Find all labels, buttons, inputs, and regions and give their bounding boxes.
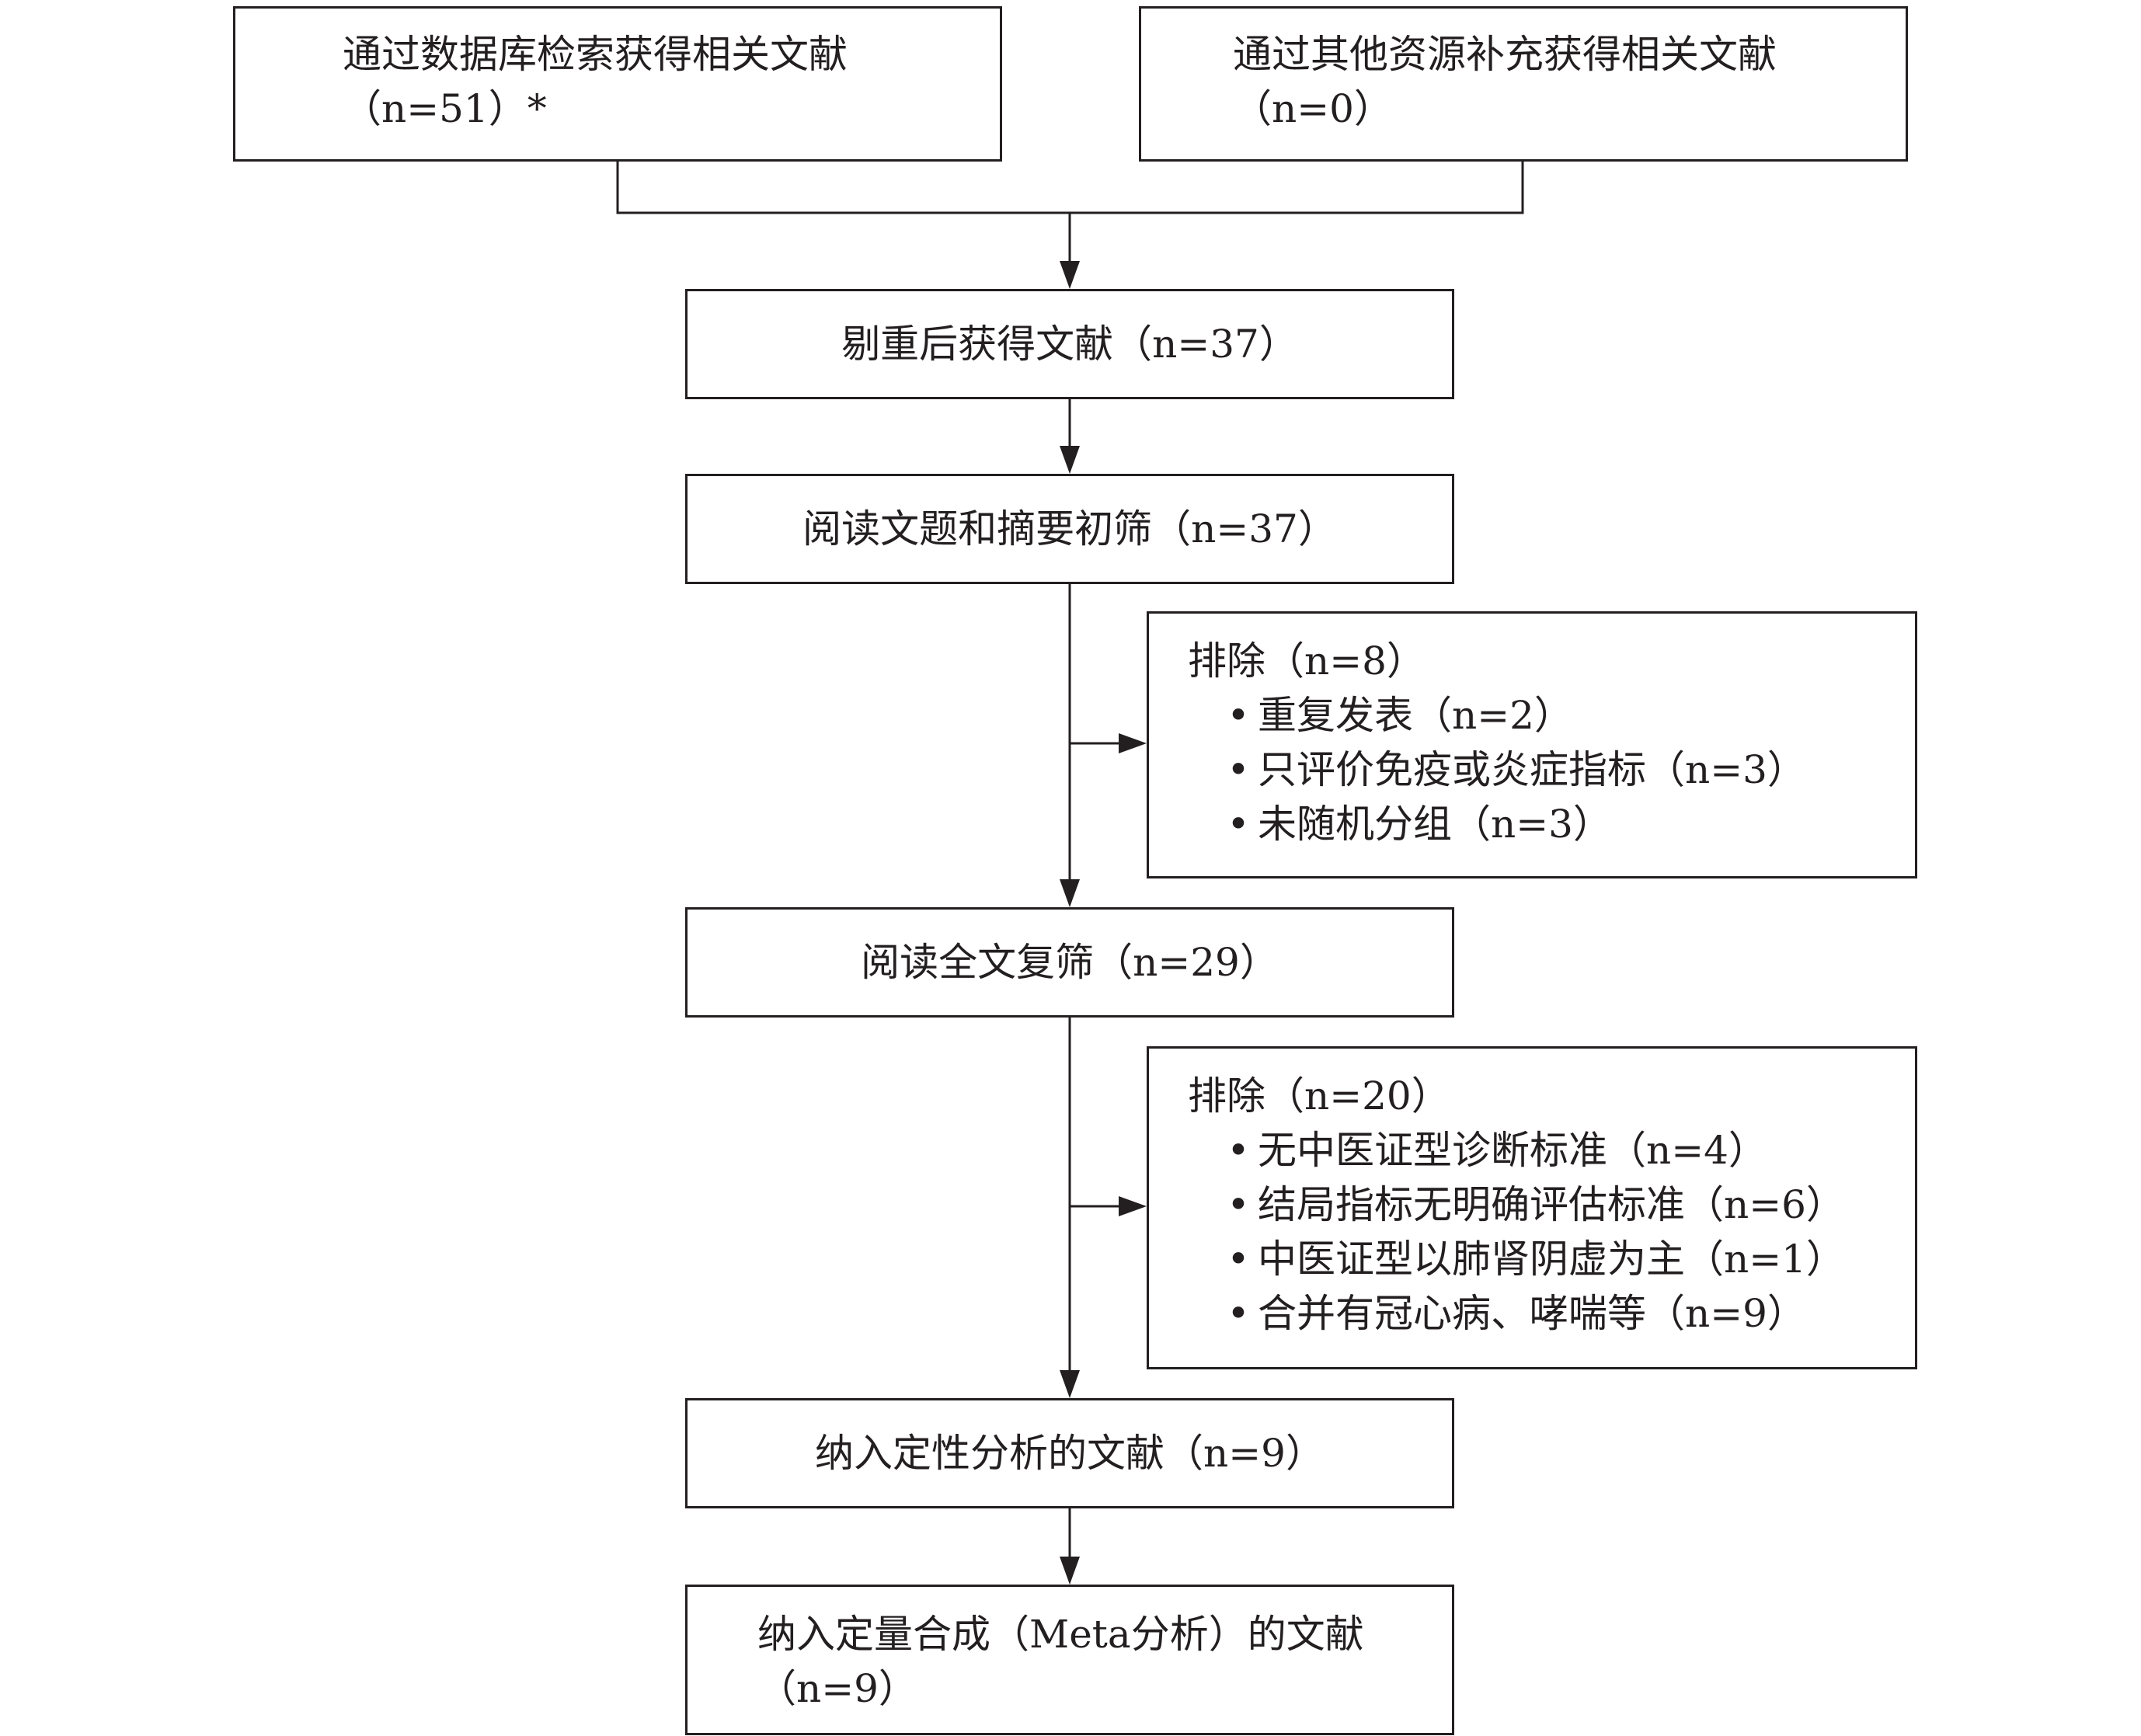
bullet-icon: • — [1227, 1182, 1250, 1227]
exclusion-1-item: • 只评价免疫或炎症指标（n=3） — [1188, 743, 1915, 797]
exclusion-2-item-text: 无中医证型诊断标准（n=4） — [1258, 1128, 1767, 1173]
database-search-label: 通过数据库检索获得相关文献 — [343, 32, 848, 77]
arrowhead-exclusion2 — [1119, 1196, 1147, 1216]
dedup-box: 剔重后获得文献（n=37） — [685, 289, 1454, 399]
arrowhead-exclusion1 — [1119, 733, 1147, 753]
dedup-label: 剔重后获得文献（n=37） — [841, 322, 1298, 367]
bullet-icon: • — [1227, 693, 1250, 738]
bullet-icon: • — [1227, 802, 1250, 847]
meta-analysis-label: 纳入定量合成（Meta分析）的文献 — [757, 1612, 1364, 1657]
exclusion-1-item-text: 只评价免疫或炎症指标（n=3） — [1258, 747, 1806, 792]
arrowhead-fulltext — [1060, 879, 1080, 907]
other-sources-label: 通过其他资源补充获得相关文献 — [1233, 32, 1777, 77]
exclusion-2-item: • 无中医证型诊断标准（n=4） — [1188, 1123, 1915, 1178]
qualitative-analysis-box: 纳入定性分析的文献（n=9） — [685, 1398, 1454, 1508]
exclusion-2-item: • 结局指标无明确评估标准（n=6） — [1188, 1178, 1915, 1232]
exclusion-box-1: 排除（n=8） • 重复发表（n=2） • 只评价免疫或炎症指标（n=3） • … — [1147, 611, 1917, 878]
other-sources-count: （n=0） — [1233, 86, 1393, 131]
exclusion-1-item: • 重复发表（n=2） — [1188, 688, 1915, 743]
bullet-icon: • — [1227, 1128, 1250, 1173]
exclusion-2-item-text: 中医证型以肺肾阴虚为主（n=1） — [1258, 1237, 1845, 1282]
meta-analysis-count: （n=9） — [757, 1666, 917, 1711]
database-search-count: （n=51）* — [343, 86, 547, 131]
qualitative-analysis-label: 纳入定性分析的文献（n=9） — [815, 1431, 1325, 1476]
title-abstract-screening-label: 阅读文题和摘要初筛（n=37） — [802, 506, 1337, 551]
fulltext-screening-label: 阅读全文复筛（n=29） — [861, 940, 1279, 985]
title-abstract-screening-box: 阅读文题和摘要初筛（n=37） — [685, 474, 1454, 584]
merge-connector — [616, 162, 1524, 214]
exclusion-2-item-text: 合并有冠心病、哮喘等（n=9） — [1258, 1291, 1806, 1336]
exclusion-1-item: • 未随机分组（n=3） — [1188, 797, 1915, 851]
exclusion-1-item-text: 未随机分组（n=3） — [1258, 802, 1612, 847]
exclusion-2-item: • 合并有冠心病、哮喘等（n=9） — [1188, 1286, 1915, 1341]
arrowhead-meta — [1060, 1557, 1080, 1585]
bullet-icon: • — [1227, 747, 1250, 792]
exclusion-2-item-text: 结局指标无明确评估标准（n=6） — [1258, 1182, 1845, 1227]
arrowhead-screening — [1060, 446, 1080, 474]
exclusion-2-title: 排除（n=20） — [1188, 1073, 1450, 1118]
arrowhead-qualitative — [1060, 1370, 1080, 1398]
exclusion-1-item-text: 重复发表（n=2） — [1258, 693, 1573, 738]
database-search-box: 通过数据库检索获得相关文献 （n=51）* — [233, 6, 1002, 162]
fulltext-screening-box: 阅读全文复筛（n=29） — [685, 907, 1454, 1018]
bullet-icon: • — [1227, 1237, 1250, 1282]
meta-analysis-box: 纳入定量合成（Meta分析）的文献 （n=9） — [685, 1585, 1454, 1735]
other-sources-box: 通过其他资源补充获得相关文献 （n=0） — [1139, 6, 1908, 162]
bullet-icon: • — [1227, 1291, 1250, 1336]
exclusion-1-title: 排除（n=8） — [1188, 638, 1426, 684]
exclusion-2-item: • 中医证型以肺肾阴虚为主（n=1） — [1188, 1232, 1915, 1286]
exclusion-box-2: 排除（n=20） • 无中医证型诊断标准（n=4） • 结局指标无明确评估标准（… — [1147, 1046, 1917, 1369]
arrowhead-dedup — [1060, 261, 1080, 289]
